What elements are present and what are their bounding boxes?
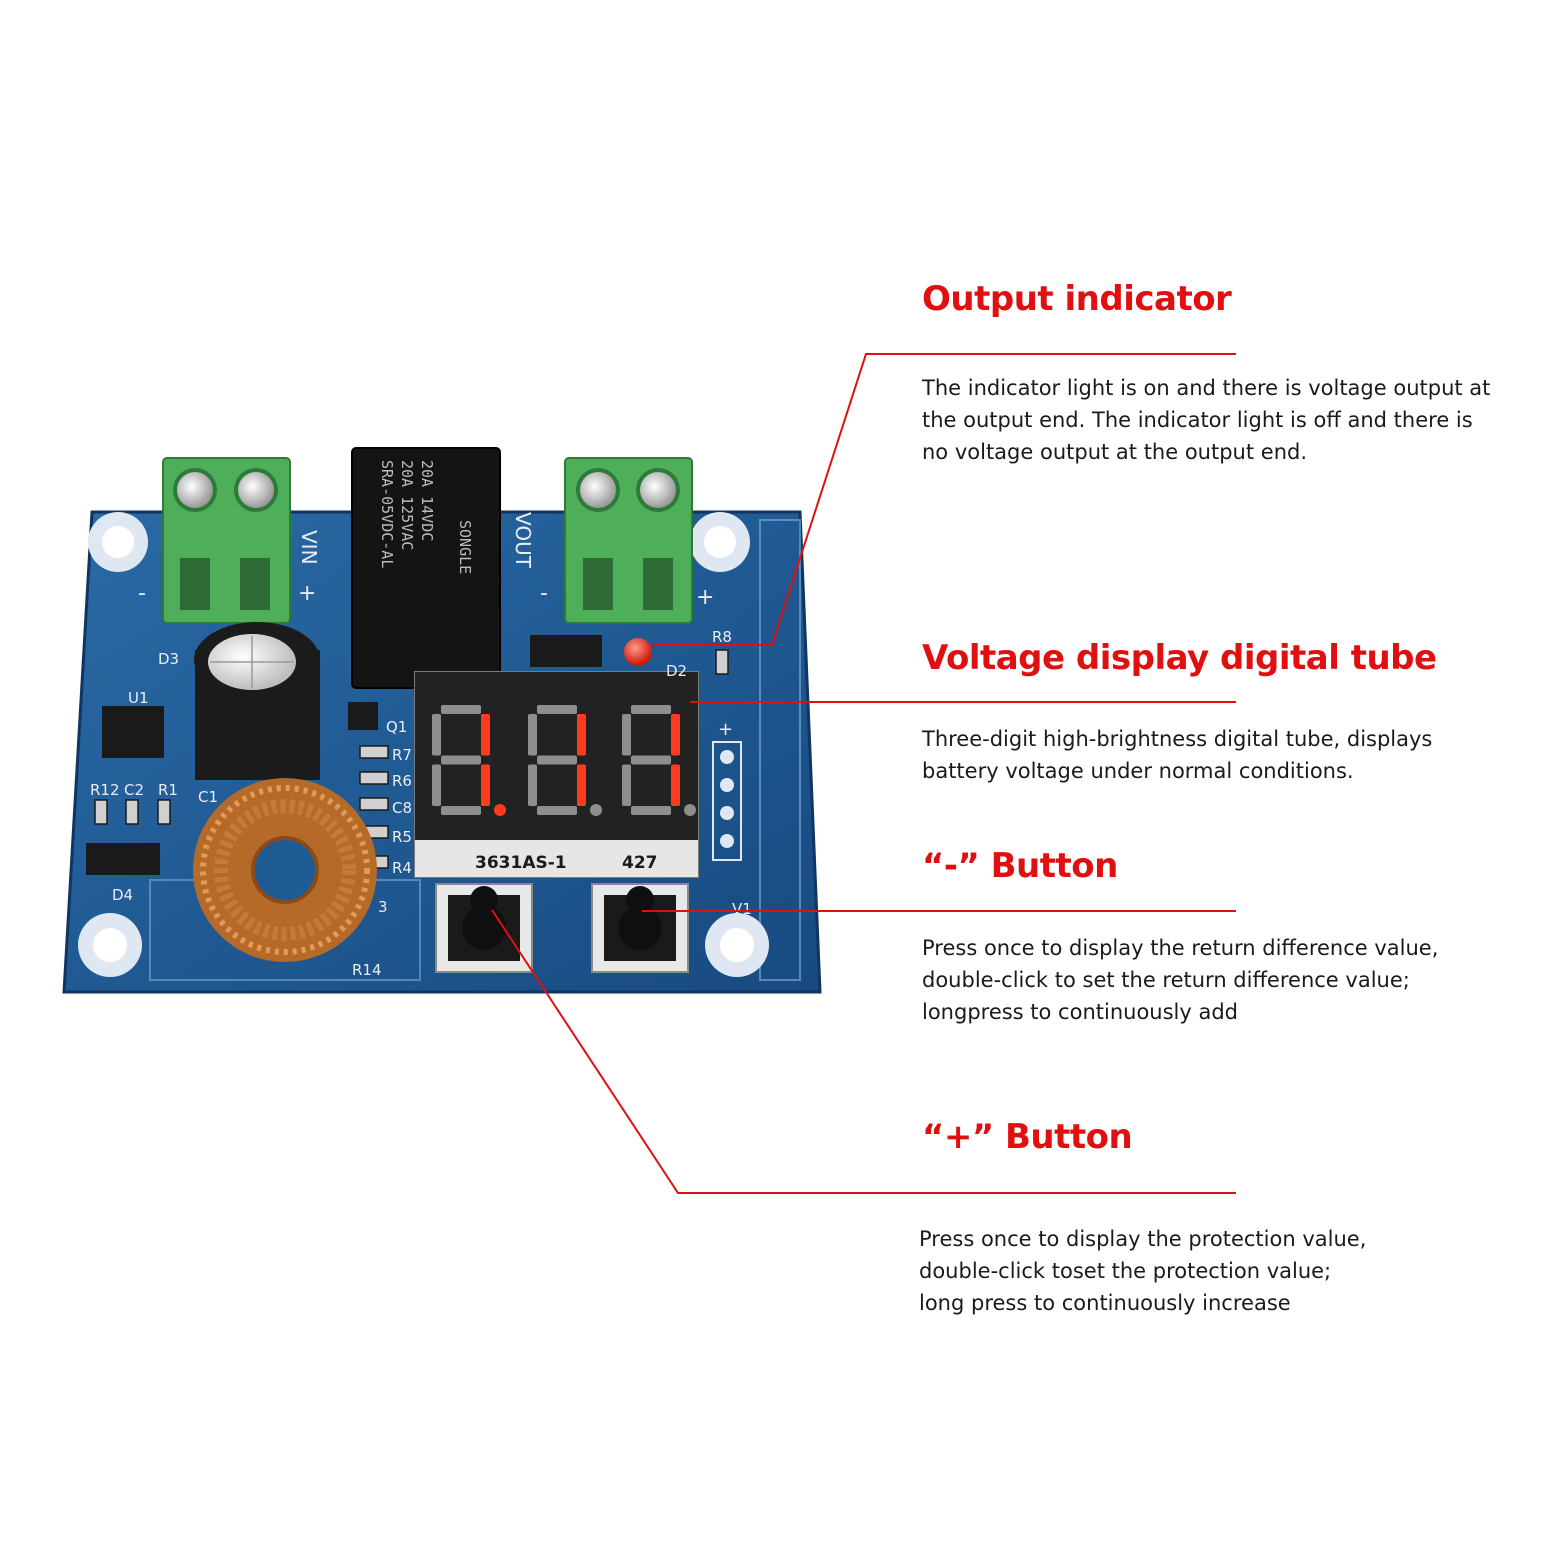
silk-c2: C2	[124, 781, 144, 799]
display-model-label: 3631AS-1	[475, 853, 567, 873]
relay: SRA-05VDC-AL 20A 125VAC 20A 14VDC SONGLE	[351, 447, 501, 689]
silk-v1: V1	[732, 900, 752, 918]
silk-r12: R12	[90, 781, 120, 799]
display-segments	[432, 705, 696, 816]
silk-u1: U1	[128, 689, 149, 707]
output-terminal-block	[564, 457, 693, 624]
silk-r1: R1	[158, 781, 178, 799]
digit-2-segment-a	[537, 705, 577, 714]
silk-c1: C1	[198, 788, 218, 806]
digit-1-segment-e	[432, 764, 441, 806]
silkscreen-labels: VIN VOUT - + - + + D3 U1 R12 C2 R1 C1 D4…	[90, 512, 752, 979]
input-terminal-block	[162, 457, 291, 624]
diode-d4	[86, 843, 160, 875]
description-line: battery voltage under normal conditions.	[922, 759, 1354, 783]
output-indicator-title: Output indicator	[922, 279, 1232, 319]
ic-u1	[102, 706, 164, 758]
digit-3-segment-g	[631, 755, 671, 765]
silk-d4: D4	[112, 886, 133, 904]
transistor-q1	[348, 702, 378, 730]
plus-button[interactable]	[435, 883, 533, 973]
plus-button-description: Press once to display the protection val…	[919, 1223, 1366, 1319]
silk-r8: R8	[712, 628, 732, 646]
output-indicator-description: The indicator light is on and there is v…	[922, 372, 1490, 468]
leader-plus-button	[491, 909, 1236, 1194]
digit-2-segment-e	[528, 764, 537, 806]
silk-plus-header: +	[718, 719, 733, 740]
silk-vout: VOUT	[511, 512, 535, 569]
silk-r14: R14	[352, 961, 382, 979]
digit-2-segment-g	[537, 755, 577, 765]
silk-r5: R5	[392, 828, 412, 846]
digit-1-segment-b	[481, 714, 490, 756]
digit-3-segment-b	[671, 714, 680, 756]
description-line: Press once to display the protection val…	[919, 1227, 1367, 1251]
minus-button[interactable]	[591, 883, 689, 973]
digit-3-segment-e	[622, 764, 631, 806]
minus-button-description: Press once to display the return differe…	[922, 932, 1438, 1028]
description-line: The indicator light is on and there is v…	[922, 376, 1491, 400]
silk-q1: Q1	[386, 718, 407, 736]
description-line: long press to continuously increase	[919, 1291, 1291, 1315]
description-line: double-click to set the return differenc…	[922, 968, 1410, 992]
smd-component	[530, 635, 602, 667]
relay-line-1: SONGLE	[456, 520, 474, 574]
digit-3-decimal-point	[684, 804, 696, 816]
digit-1-segment-f	[432, 714, 441, 756]
description-line: Press once to display the return differe…	[922, 936, 1439, 960]
display-code-label: 427	[622, 853, 658, 873]
description-line: no voltage output at the output end.	[922, 440, 1308, 464]
description-line: longpress to continuously add	[922, 1000, 1239, 1024]
digit-3-segment-d	[631, 806, 671, 815]
digital-tube-description: Three-digit high-brightness digital tube…	[922, 723, 1432, 787]
digit-3-segment-a	[631, 705, 671, 714]
silk-r3: 3	[378, 898, 388, 916]
mounting-holes	[78, 512, 769, 977]
digital-tube-title: Voltage display digital tube	[922, 638, 1437, 678]
silk-c8: C8	[392, 799, 412, 817]
description-line: the output end. The indicator light is o…	[922, 408, 1473, 432]
relay-line-4: SRA-05VDC-AL	[378, 460, 396, 568]
digit-2-segment-d	[537, 806, 577, 815]
seven-segment-display: 3631AS-1 427	[414, 671, 699, 878]
digit-2-segment-b	[577, 714, 586, 756]
silk-r4: R4	[392, 859, 412, 877]
leader-output-indicator	[652, 353, 1236, 646]
digit-1-segment-g	[441, 755, 481, 765]
silk-d3: D3	[158, 650, 179, 668]
silk-vin: VIN	[297, 530, 321, 565]
digit-1-segment-a	[441, 705, 481, 714]
silk-r6: R6	[392, 772, 412, 790]
digit-2-segment-f	[528, 714, 537, 756]
silk-minus-in: -	[138, 581, 146, 606]
relay-line-2: 20A 14VDC	[418, 460, 436, 541]
silk-minus-out: -	[540, 581, 548, 606]
pin-header	[712, 741, 742, 861]
digit-1-segment-c	[481, 764, 490, 806]
electrolytic-capacitor	[194, 622, 320, 780]
relay-text: SRA-05VDC-AL 20A 125VAC 20A 14VDC SONGLE	[378, 460, 474, 577]
silk-d2: D2	[666, 662, 687, 680]
output-indicator-led	[624, 638, 652, 666]
silk-plus-out: +	[696, 585, 714, 610]
silk-plus-in: +	[298, 581, 316, 606]
description-line: Three-digit high-brightness digital tube…	[922, 727, 1433, 751]
description-line: double-click toset the protection value;	[919, 1259, 1332, 1283]
pcb-edge-outline	[759, 519, 801, 981]
relay-line-3: 20A 125VAC	[398, 460, 416, 550]
plus-button-title: “+” Button	[922, 1117, 1133, 1157]
digit-3-segment-c	[671, 764, 680, 806]
digit-2-decimal-point	[590, 804, 602, 816]
digit-2-segment-c	[577, 764, 586, 806]
digit-3-segment-f	[622, 714, 631, 756]
digit-1-segment-d	[441, 806, 481, 815]
minus-button-title: “-” Button	[922, 846, 1118, 886]
silk-r7: R7	[392, 746, 412, 764]
digit-1-decimal-point	[494, 804, 506, 816]
toroidal-inductor	[193, 778, 377, 962]
callout-leader-lines	[491, 353, 1236, 1194]
